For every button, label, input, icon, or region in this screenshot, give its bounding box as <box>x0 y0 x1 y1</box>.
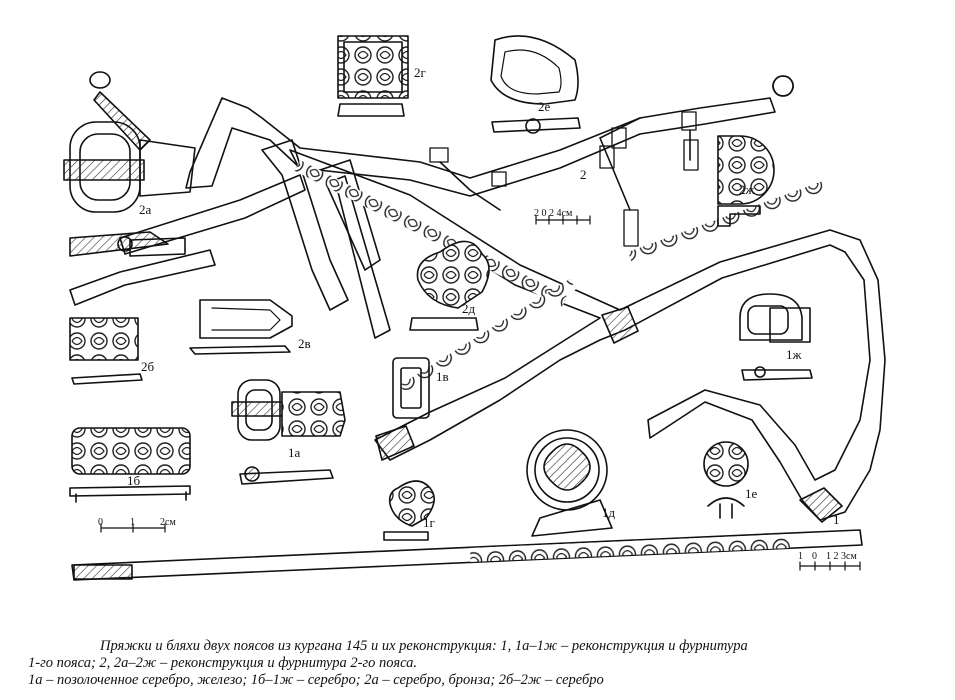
scale-2-text: 2 0 2 4см <box>534 208 573 219</box>
scale-bars <box>100 215 861 571</box>
item-2zh-plaque <box>717 135 775 227</box>
label-2v: 2в <box>298 336 311 351</box>
scale-3-zero: 0 <box>812 551 817 562</box>
caption-line-1: Пряжки и бляхи двух поясов из кургана 14… <box>100 638 748 654</box>
label-1: 1 <box>833 512 840 527</box>
label-1v: 1в <box>436 369 449 384</box>
item-1g-plaque <box>383 480 435 541</box>
label-2: 2 <box>580 167 587 182</box>
label-2e: 2е <box>538 99 551 114</box>
scale-3-nums: 1 2 3см <box>826 551 857 562</box>
label-1b: 1б <box>127 473 141 488</box>
caption-line-2: 1-го пояса; 2, 2а–2ж – реконструкция и ф… <box>28 655 418 671</box>
item-2e-buckle <box>490 35 581 134</box>
label-1a: 1а <box>288 445 301 460</box>
label-1g: 1г <box>423 515 435 530</box>
scale-1-zero: 0 <box>98 517 103 528</box>
item-2v-tip <box>189 299 293 355</box>
item-1v-loop <box>392 357 430 419</box>
label-2b: 2б <box>141 359 155 374</box>
item-1e-plaque <box>703 441 749 519</box>
item-1d-plaque <box>526 429 613 537</box>
scale-3-one: 1 <box>798 551 803 562</box>
belt-drawing <box>63 35 886 581</box>
label-2g: 2г <box>414 65 426 80</box>
label-2a: 2а <box>139 202 152 217</box>
item-1a-buckle <box>231 379 346 485</box>
label-1e: 1е <box>745 486 758 501</box>
item-2b-plaque <box>69 317 143 385</box>
figure-plate: 2а 2б 2в 2г 2д 2е 2ж 2 1а 1б 1в 1г 1д 1е… <box>63 35 886 581</box>
belt-1-reconstruction <box>71 149 886 581</box>
caption-line-3: 1а – позолоченное серебро, железо; 1б–1ж… <box>28 672 604 688</box>
item-2d-plaque <box>409 240 490 331</box>
label-2zh: 2ж <box>739 182 755 197</box>
item-1zh-buckle <box>739 293 813 381</box>
item-2a-buckle <box>63 71 196 257</box>
item-2g-plaque <box>337 35 409 117</box>
label-1zh: 1ж <box>786 347 802 362</box>
scale-1-two: 2см <box>160 517 176 528</box>
label-2d: 2д <box>462 301 476 316</box>
figure-caption: Пряжки и бляхи двух поясов из кургана 14… <box>28 638 928 689</box>
scale-1-one: 1 <box>130 517 135 528</box>
item-1b-plaque <box>69 427 191 503</box>
label-1d: 1д <box>602 505 616 520</box>
belt-2-reconstruction <box>69 75 794 339</box>
